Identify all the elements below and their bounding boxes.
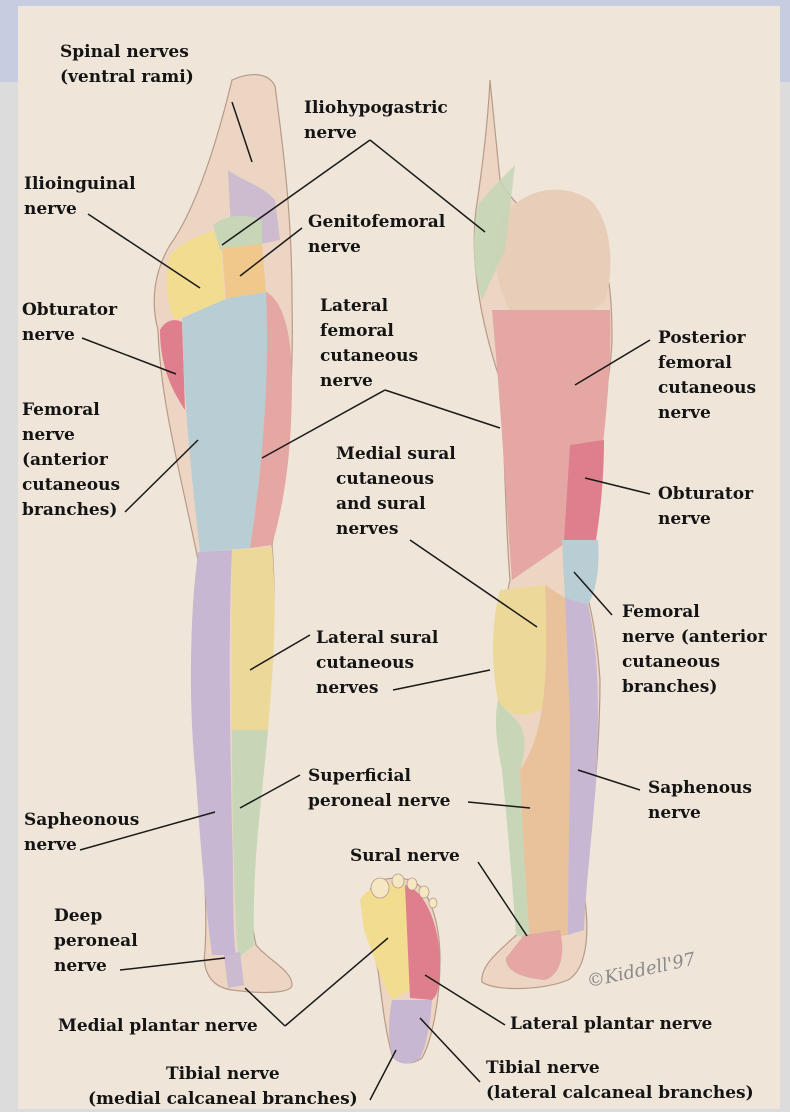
label-femoral-posterior: Femoral nerve (anterior cutaneous branch… xyxy=(622,600,767,700)
label-superficial-peroneal: Superficial peroneal nerve xyxy=(308,764,450,814)
leader-lateral-femoral-post xyxy=(385,390,500,428)
toe-5 xyxy=(429,898,437,908)
label-deep-peroneal: Deep peroneal nerve xyxy=(54,904,138,979)
label-iliohypogastric: Iliohypogastric nerve xyxy=(304,96,448,146)
label-sapheonous-anterior: Sapheonous nerve xyxy=(24,808,139,858)
toe-2 xyxy=(392,874,404,888)
label-medial-sural: Medial sural cutaneous and sural nerves xyxy=(336,442,456,542)
label-spinal-nerves: Spinal nerves (ventral rami) xyxy=(60,40,194,90)
leader-tibial-lateral xyxy=(420,1018,480,1082)
saphenous-zone-post xyxy=(565,598,598,935)
superficial-peroneal-zone-ant xyxy=(232,730,268,958)
leader-medial-plantar-foot xyxy=(285,938,388,1026)
label-sural-nerve: Sural nerve xyxy=(350,844,460,869)
lateral-sural-zone-ant xyxy=(232,547,275,730)
plantar-foot-illustration xyxy=(360,874,440,1064)
label-lateral-sural: Lateral sural cutaneous nerves xyxy=(316,626,438,701)
femoral-zone-post xyxy=(562,540,599,605)
medial-plantar-zone xyxy=(360,883,410,1000)
medial-sural-zone xyxy=(493,585,550,715)
anterior-leg-illustration xyxy=(154,75,292,993)
label-ilioinguinal: Ilioinguinal nerve xyxy=(24,172,136,222)
label-posterior-femoral-cutaneous: Posterior femoral cutaneous nerve xyxy=(658,326,756,426)
saphenous-zone-ant xyxy=(191,550,236,955)
toe-1 xyxy=(371,878,389,898)
leader-tibial-medial xyxy=(370,1050,396,1100)
calcaneal-zone xyxy=(389,1000,432,1064)
label-tibial-lateral-calcaneal: Tibial nerve (lateral calcaneal branches… xyxy=(486,1056,754,1106)
obturator-zone-post xyxy=(564,440,604,540)
toe-3 xyxy=(407,878,417,890)
label-obturator-anterior: Obturator nerve xyxy=(22,298,117,348)
label-lateral-plantar: Lateral plantar nerve xyxy=(510,1012,712,1037)
toe-4 xyxy=(419,886,429,898)
label-tibial-medial-calcaneal: Tibial nerve (medial calcaneal branches) xyxy=(88,1062,358,1112)
label-medial-plantar: Medial plantar nerve xyxy=(58,1014,258,1039)
buttock-shading xyxy=(496,190,611,317)
label-femoral-anterior: Femoral nerve (anterior cutaneous branch… xyxy=(22,398,120,523)
label-saphenous-posterior: Saphenous nerve xyxy=(648,776,752,826)
label-lateral-femoral-cutaneous: Lateral femoral cutaneous nerve xyxy=(320,294,418,394)
posterior-leg-illustration xyxy=(474,80,612,989)
label-obturator-posterior: Obturator nerve xyxy=(658,482,753,532)
label-genitofemoral: Genitofemoral nerve xyxy=(308,210,445,260)
